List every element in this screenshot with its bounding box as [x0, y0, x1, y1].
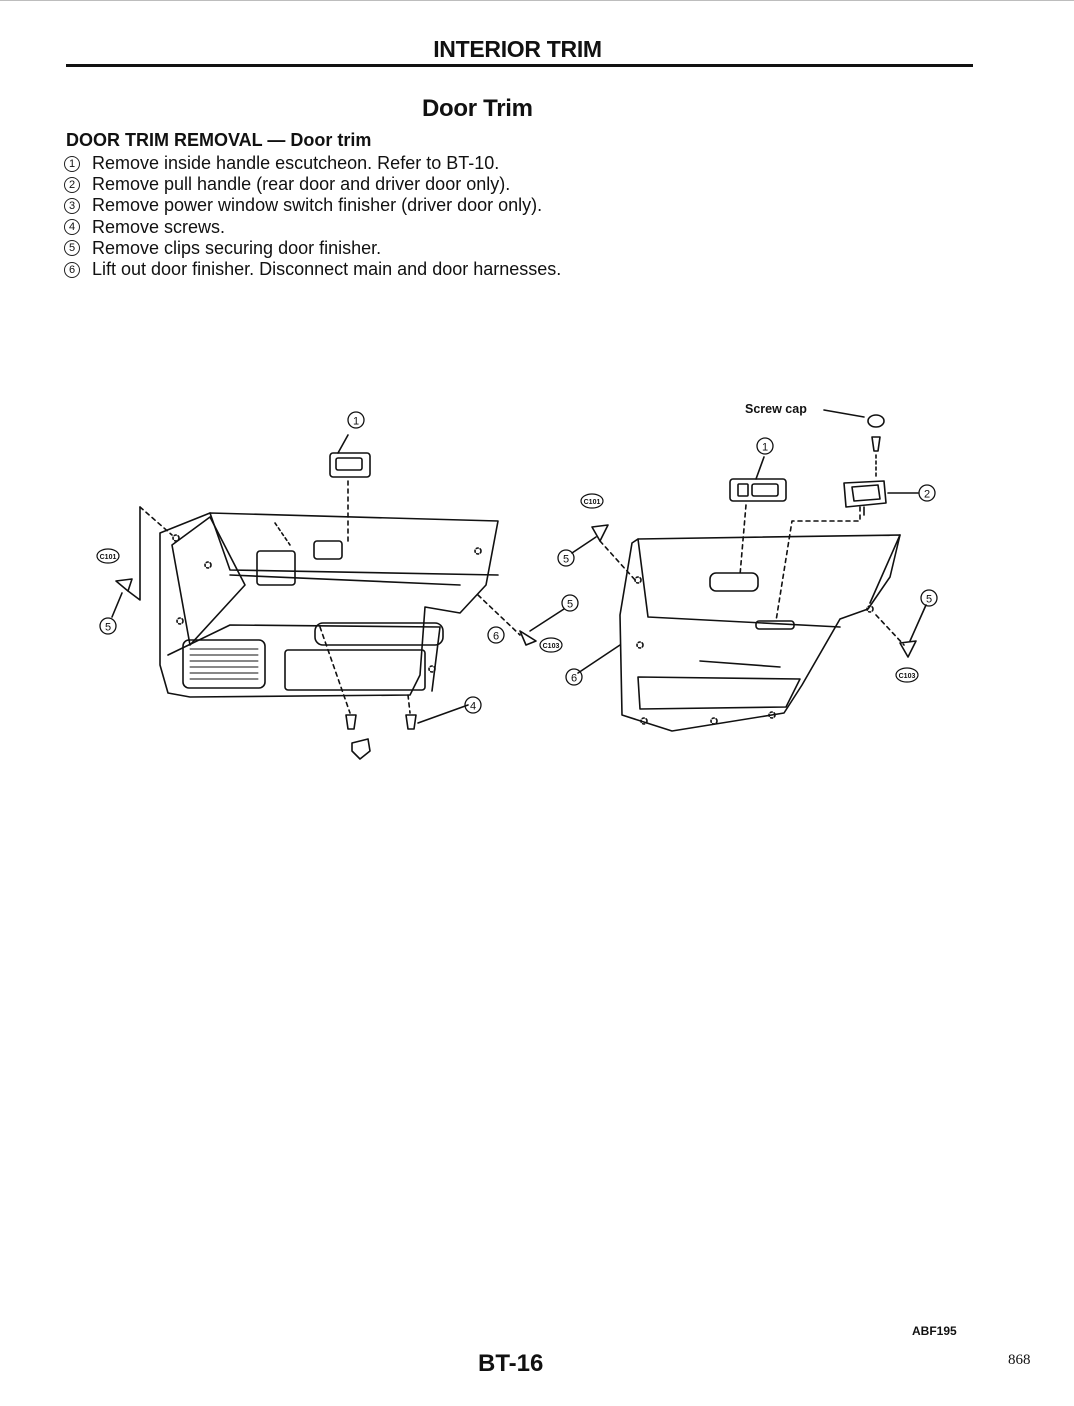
step-number: 3: [64, 197, 80, 214]
svg-text:1: 1: [762, 442, 768, 454]
door-trim-diagram: 1 C101 5 6 C103 5 4: [80, 395, 940, 775]
top-border: [0, 0, 1074, 1]
step-number: 6: [64, 261, 80, 278]
svg-text:2: 2: [924, 489, 930, 501]
svg-text:1: 1: [353, 416, 359, 428]
front-door-panel: [159, 512, 499, 698]
front-clip-right: [477, 594, 565, 646]
removal-steps: 1 Remove inside handle escutcheon. Refer …: [64, 153, 561, 280]
rear-pull-handle: [775, 480, 919, 622]
step-item: 2 Remove pull handle (rear door and drive…: [64, 174, 561, 195]
front-screws: [319, 626, 469, 760]
clip-code-front-left: C101: [96, 548, 120, 564]
svg-text:5: 5: [563, 554, 569, 566]
svg-text:6: 6: [493, 631, 499, 643]
callout-1-front: 1: [347, 411, 365, 429]
callout-5-front-left: 5: [99, 617, 117, 635]
section-heading: DOOR TRIM REMOVAL — Door trim: [66, 130, 372, 150]
step-item: 3 Remove power window switch finisher (dr…: [64, 195, 561, 216]
clip-code-rear-top: C101: [580, 493, 604, 509]
rear-clip-top: [571, 524, 637, 582]
rear-handle-escutcheon: [729, 456, 787, 576]
step-text: Remove screws.: [92, 216, 226, 237]
svg-text:C103: C103: [899, 673, 916, 680]
step-item: 6 Lift out door finisher. Disconnect main…: [64, 259, 561, 280]
step-text: Remove clips securing door finisher.: [92, 237, 382, 258]
step-item: 4 Remove screws.: [64, 217, 561, 238]
callout-6-rear: 6: [565, 668, 583, 686]
step-text: Lift out door finisher. Disconnect main …: [92, 259, 562, 280]
step-text: Remove inside handle escutcheon. Refer t…: [92, 153, 500, 174]
svg-text:5: 5: [567, 599, 573, 611]
rear-clip-right: [577, 604, 927, 674]
svg-text:6: 6: [571, 673, 577, 685]
step-number: 2: [64, 176, 80, 193]
callout-6-front: 6: [487, 626, 505, 644]
svg-text:C101: C101: [100, 554, 117, 561]
header-rule: [66, 64, 973, 67]
step-number: 5: [64, 240, 80, 257]
clip-code-rear-right: C103: [895, 667, 919, 683]
svg-text:5: 5: [105, 622, 111, 634]
front-handle-escutcheon: [329, 434, 371, 546]
callout-5-rear-right: 5: [920, 589, 938, 607]
callout-4-front: 4: [464, 696, 482, 714]
header-title: INTERIOR TRIM: [433, 36, 602, 62]
step-item: 5 Remove clips securing door finisher.: [64, 238, 561, 259]
svg-text:C101: C101: [584, 499, 601, 506]
clip-code-front-right: C103: [539, 637, 563, 653]
svg-text:5: 5: [926, 594, 932, 606]
sheet-number: 868: [1008, 1352, 1031, 1368]
step-number: 1: [64, 155, 80, 172]
page-number: BT-16: [478, 1350, 544, 1377]
callout-5-front-right: 5: [561, 594, 579, 612]
svg-text:C103: C103: [543, 643, 560, 650]
front-clip-left: [111, 506, 173, 618]
step-text: Remove power window switch finisher (dri…: [92, 195, 543, 216]
step-number: 4: [64, 219, 80, 236]
callout-2-rear: 2: [918, 484, 936, 502]
callout-5-rear-top: 5: [557, 549, 575, 567]
step-item: 1 Remove inside handle escutcheon. Refer …: [64, 153, 561, 174]
rear-door-panel: [619, 534, 901, 732]
svg-text:4: 4: [470, 701, 476, 713]
figure-code: ABF195: [912, 1324, 957, 1338]
screw-cap-label: Screw cap: [745, 402, 807, 416]
page-subtitle: Door Trim: [422, 95, 533, 122]
callout-1-rear: 1: [756, 437, 774, 455]
screw-cap: [823, 409, 885, 480]
step-text: Remove pull handle (rear door and driver…: [92, 174, 511, 195]
